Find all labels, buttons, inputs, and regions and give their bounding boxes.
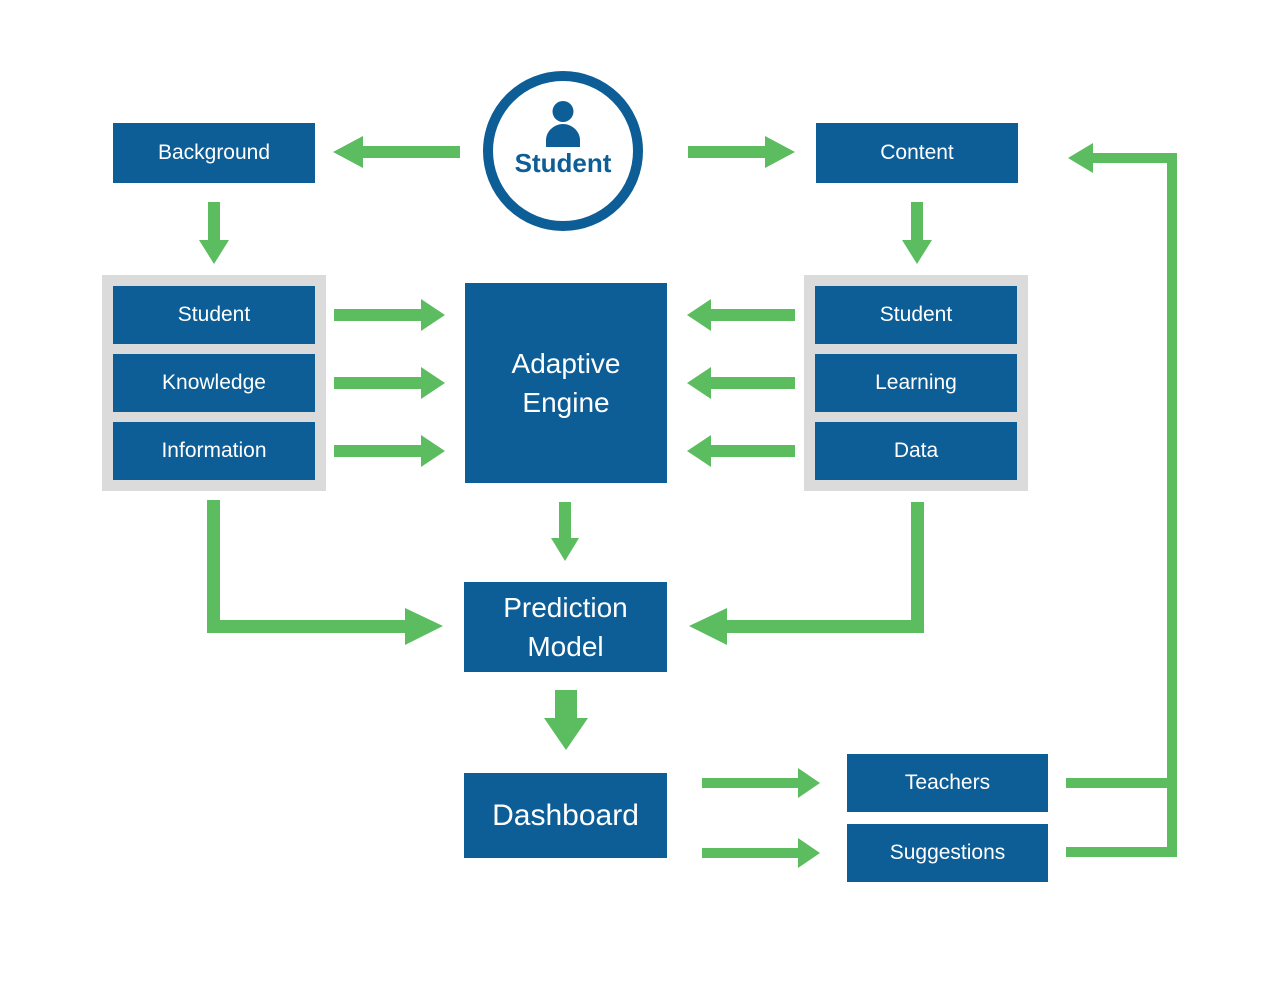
student-profile-group: Student Knowledge Information — [102, 275, 326, 491]
suggestions-label: Suggestions — [889, 841, 1006, 864]
group-item-student: Student — [113, 286, 315, 344]
arrow-dashboard-to-suggestions — [702, 838, 820, 868]
prediction-model-label: Prediction Model — [503, 591, 628, 662]
arrow-engine-to-prediction-model — [551, 502, 579, 561]
background-label: Background — [157, 141, 271, 164]
background-node: Background — [113, 123, 315, 183]
arrow-student-to-background — [333, 136, 460, 168]
arrow-background-to-left-group — [199, 202, 229, 264]
learning-data-group: Student Learning Data — [804, 275, 1028, 491]
person-icon — [546, 101, 580, 147]
arrow-learning-to-engine — [687, 367, 795, 399]
feedback-loop-to-content — [1066, 143, 1177, 857]
group-item-learning: Learning — [815, 354, 1017, 412]
dashboard-node: Dashboard — [464, 773, 667, 858]
student-hub-node: Student — [483, 71, 643, 231]
student-hub-label: Student — [514, 148, 612, 178]
group-item-label: Information — [161, 439, 267, 462]
adaptive-engine-label: Adaptive Engine — [511, 347, 621, 418]
group-item-label: Student — [177, 303, 251, 326]
arrow-student-data-to-engine — [687, 299, 795, 331]
group-item-label: Learning — [875, 371, 957, 394]
arrow-knowledge-to-engine — [334, 367, 445, 399]
group-item-label: Student — [879, 303, 953, 326]
suggestions-node: Suggestions — [847, 824, 1048, 882]
group-item-label: Knowledge — [162, 371, 266, 394]
prediction-model-node: Prediction Model — [464, 582, 667, 672]
group-item-label: Data — [893, 439, 939, 462]
arrow-content-to-right-group — [902, 202, 932, 264]
group-item-student: Student — [815, 286, 1017, 344]
arrow-dashboard-to-teachers — [702, 768, 820, 798]
group-item-data: Data — [815, 422, 1017, 480]
arrow-left-group-to-prediction-model — [207, 500, 443, 645]
arrow-right-group-to-prediction-model — [689, 502, 924, 645]
content-label: Content — [880, 141, 954, 164]
teachers-label: Teachers — [904, 771, 991, 794]
arrow-information-to-engine — [334, 435, 445, 467]
arrow-student-profile-to-engine — [334, 299, 445, 331]
arrow-prediction-model-to-dashboard — [544, 690, 588, 750]
arrow-data-to-engine — [687, 435, 795, 467]
group-item-information: Information — [113, 422, 315, 480]
adaptive-engine-node: Adaptive Engine — [465, 283, 667, 483]
group-item-knowledge: Knowledge — [113, 354, 315, 412]
teachers-node: Teachers — [847, 754, 1048, 812]
arrow-student-to-content — [688, 136, 795, 168]
content-node: Content — [816, 123, 1018, 183]
dashboard-label: Dashboard — [492, 798, 639, 832]
